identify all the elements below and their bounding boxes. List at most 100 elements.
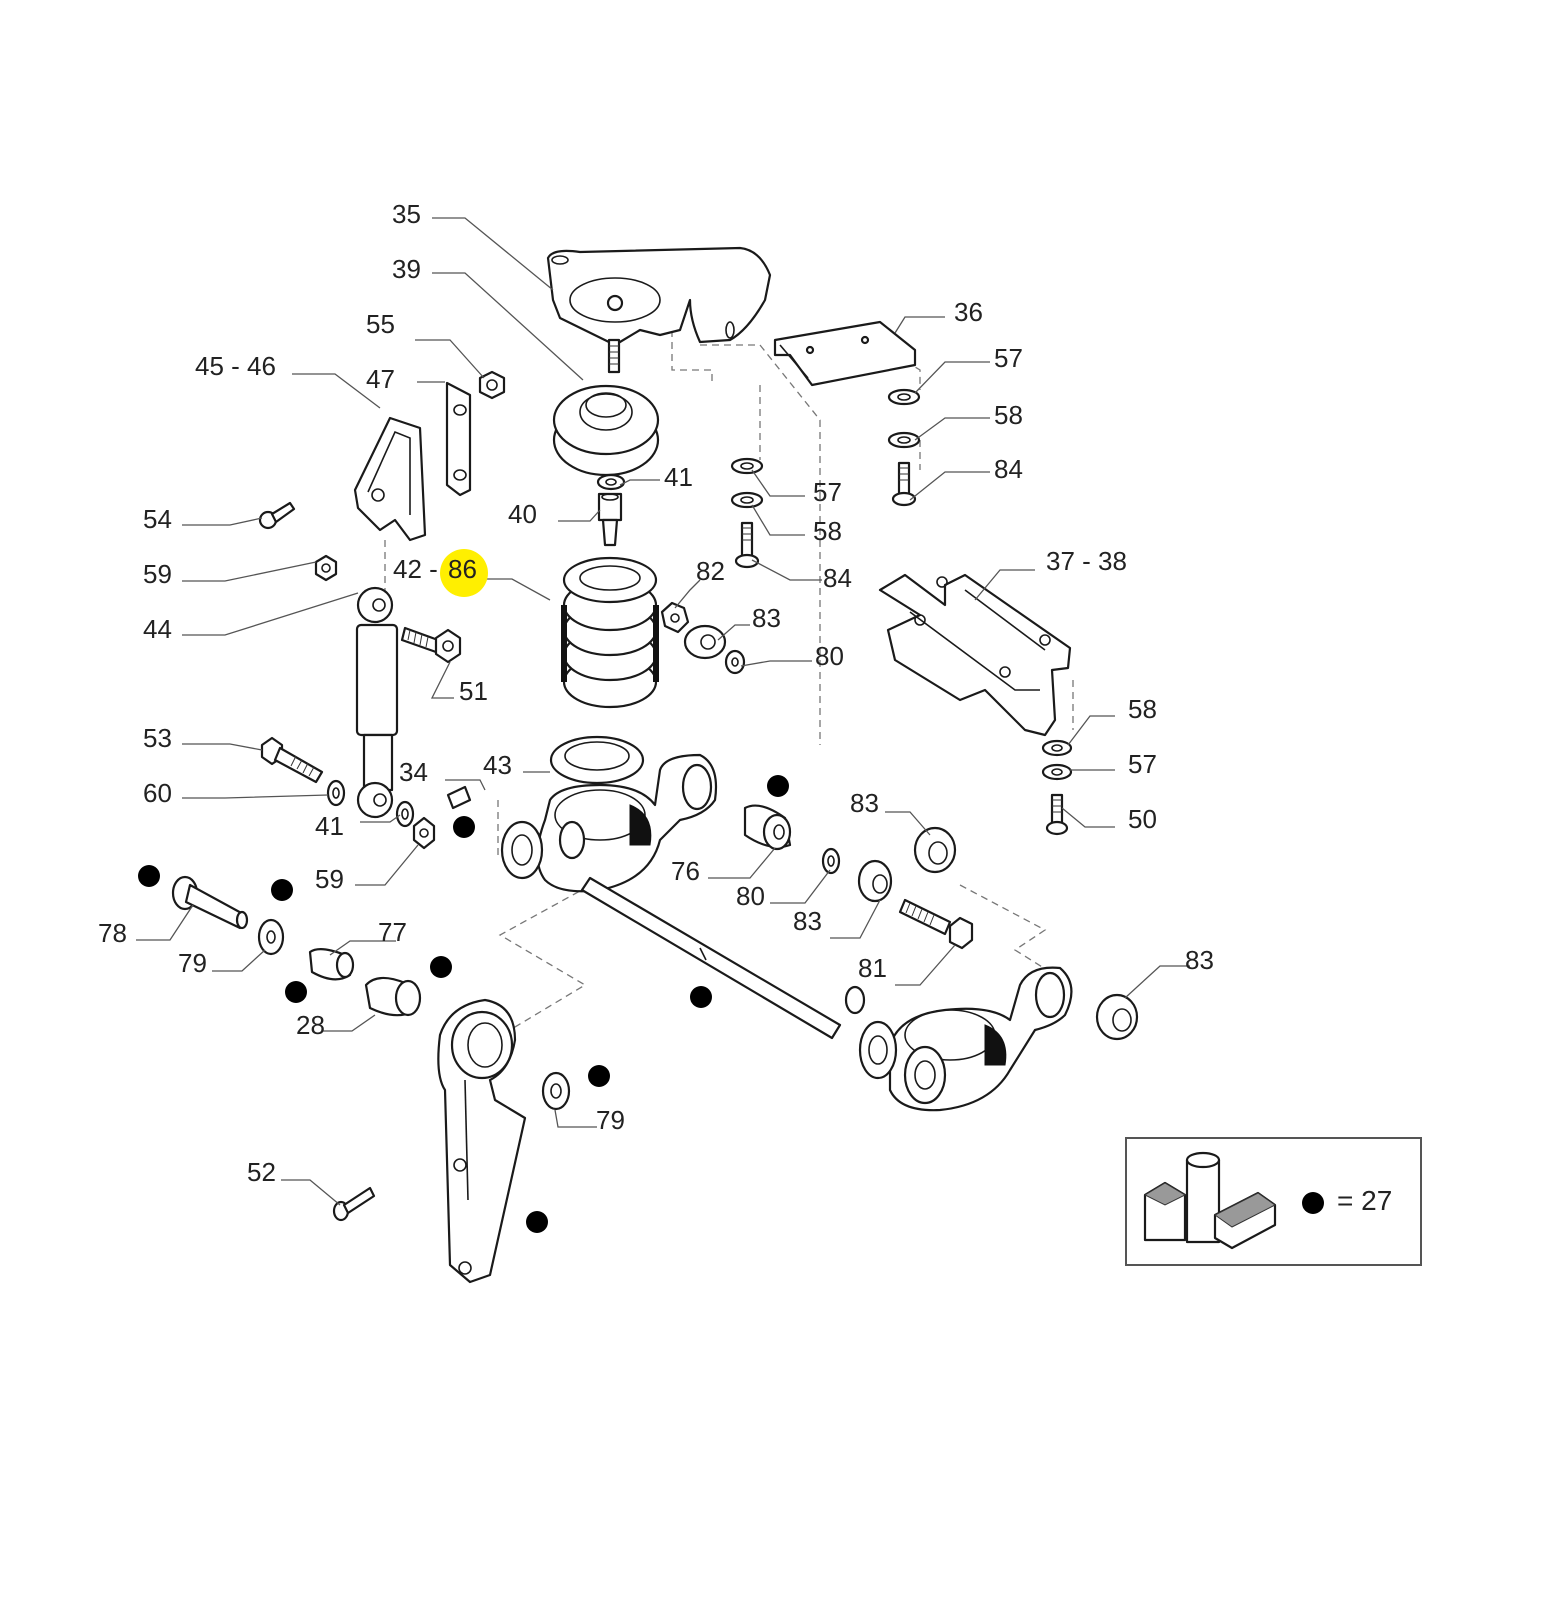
part-83-flange-nut-b[interactable] xyxy=(913,826,957,874)
part-84-bolt-stack-a[interactable] xyxy=(891,461,917,507)
callout-37-38[interactable]: 37 - 38 xyxy=(1046,546,1127,576)
part-35-upper-spring-bracket[interactable] xyxy=(546,246,772,374)
callout-28[interactable]: 28 xyxy=(296,1010,325,1040)
part-51-bolt[interactable] xyxy=(400,626,462,664)
part-83-flange-nut-upper[interactable] xyxy=(683,624,727,660)
callout-86-highlighted[interactable]: 86 xyxy=(448,554,477,584)
steering-arm[interactable] xyxy=(437,998,527,1284)
part-78-pivot-pin[interactable] xyxy=(171,875,249,930)
callout-45-46[interactable]: 45 - 46 xyxy=(195,351,276,381)
callout-57-c[interactable]: 57 xyxy=(1128,749,1157,779)
part-52-bolt[interactable] xyxy=(332,1186,376,1222)
callout-leader-lines xyxy=(136,217,1190,1206)
part-83-flange-nut-c[interactable] xyxy=(1095,993,1139,1041)
part-80-washer-upper[interactable] xyxy=(724,649,746,675)
callout-55[interactable]: 55 xyxy=(366,309,395,339)
grease-dot xyxy=(767,775,789,797)
callout-82[interactable]: 82 xyxy=(696,556,725,586)
callout-42[interactable]: 42 - xyxy=(393,554,438,584)
callout-57-a[interactable]: 57 xyxy=(994,343,1023,373)
part-43-spring-seat[interactable] xyxy=(549,735,645,785)
callout-50[interactable]: 50 xyxy=(1128,804,1157,834)
part-58-washer-stack-b[interactable] xyxy=(730,491,764,509)
part-28-bushing-large[interactable] xyxy=(364,976,422,1017)
part-79-thrust-washer-right[interactable] xyxy=(541,1071,571,1111)
part-45-46-shock-bracket[interactable] xyxy=(353,416,427,542)
callout-84-b[interactable]: 84 xyxy=(823,563,852,593)
callout-58-a[interactable]: 58 xyxy=(994,400,1023,430)
part-59-nut-lower[interactable] xyxy=(412,816,436,850)
part-84-bolt-stack-b[interactable] xyxy=(734,521,760,569)
callout-51[interactable]: 51 xyxy=(459,676,488,706)
part-37-38-mounting-bracket[interactable] xyxy=(878,573,1072,737)
callout-77[interactable]: 77 xyxy=(378,917,407,947)
assembly-guide-lines xyxy=(384,330,1074,1031)
part-57-washer-stack-a[interactable] xyxy=(887,388,921,406)
callout-81[interactable]: 81 xyxy=(858,953,887,983)
part-50-bolt[interactable] xyxy=(1045,793,1069,836)
part-58-washer-stack-a[interactable] xyxy=(887,431,921,449)
part-82-nut[interactable] xyxy=(660,601,690,634)
callout-41-a[interactable]: 41 xyxy=(664,462,693,492)
part-60-washer[interactable] xyxy=(326,779,346,807)
part-44-shock-absorber[interactable] xyxy=(355,586,399,819)
part-42-86-coil-spring[interactable] xyxy=(561,556,659,709)
callout-59-b[interactable]: 59 xyxy=(315,864,344,894)
callout-59-a[interactable]: 59 xyxy=(143,559,172,589)
part-80-washer-middle[interactable] xyxy=(821,847,841,875)
callout-83-a[interactable]: 83 xyxy=(752,603,781,633)
callout-36[interactable]: 36 xyxy=(954,297,983,327)
part-39-rubber-mount[interactable] xyxy=(552,384,660,477)
callout-57-b[interactable]: 57 xyxy=(813,477,842,507)
callout-60[interactable]: 60 xyxy=(143,778,172,808)
callout-83-d[interactable]: 83 xyxy=(1185,945,1214,975)
part-58-washer-stack-c[interactable] xyxy=(1041,739,1073,757)
callout-41-b[interactable]: 41 xyxy=(315,811,344,841)
callout-79-a[interactable]: 79 xyxy=(178,948,207,978)
callout-58-b[interactable]: 58 xyxy=(813,516,842,546)
callout-79-b[interactable]: 79 xyxy=(596,1105,625,1135)
callout-78[interactable]: 78 xyxy=(98,918,127,948)
part-55-nut[interactable] xyxy=(478,370,506,400)
callout-80-b[interactable]: 80 xyxy=(736,881,765,911)
callout-44[interactable]: 44 xyxy=(143,614,172,644)
callout-76[interactable]: 76 xyxy=(671,856,700,886)
grease-dot xyxy=(271,879,293,901)
callout-40[interactable]: 40 xyxy=(508,499,537,529)
grease-dot xyxy=(453,816,475,838)
callout-39[interactable]: 39 xyxy=(392,254,421,284)
part-83-flange-nut-a[interactable] xyxy=(857,859,893,903)
grease-dot xyxy=(690,986,712,1008)
part-77-bushing-small[interactable] xyxy=(308,948,355,981)
part-41-washer-lower[interactable] xyxy=(395,800,415,828)
part-36-mounting-plate[interactable] xyxy=(773,320,917,387)
grease-dot xyxy=(430,956,452,978)
callout-54[interactable]: 54 xyxy=(143,504,172,534)
callout-43[interactable]: 43 xyxy=(483,750,512,780)
callout-53[interactable]: 53 xyxy=(143,723,172,753)
highlight-marker xyxy=(440,549,488,597)
part-34-pin[interactable] xyxy=(446,785,472,810)
part-53-bolt[interactable] xyxy=(260,736,324,784)
callout-83-b[interactable]: 83 xyxy=(850,788,879,818)
part-41-washer-upper[interactable] xyxy=(596,473,626,491)
part-47-bracket-plate[interactable] xyxy=(445,381,472,497)
callout-52[interactable]: 52 xyxy=(247,1157,276,1187)
callout-83-c[interactable]: 83 xyxy=(793,906,822,936)
part-59-nut-upper[interactable] xyxy=(314,554,338,582)
part-57-washer-stack-c[interactable] xyxy=(1041,763,1073,781)
part-57-washer-stack-b[interactable] xyxy=(730,457,764,475)
part-81-bolt[interactable] xyxy=(898,898,974,950)
callout-35[interactable]: 35 xyxy=(392,199,421,229)
callout-84-a[interactable]: 84 xyxy=(994,454,1023,484)
callout-80-a[interactable]: 80 xyxy=(815,641,844,671)
callout-47[interactable]: 47 xyxy=(366,364,395,394)
part-40-bump-stop-stud[interactable] xyxy=(597,492,623,547)
callout-34[interactable]: 34 xyxy=(399,757,428,787)
front-axle-assembly[interactable] xyxy=(500,753,1073,1112)
part-54-bolt[interactable] xyxy=(258,501,296,530)
part-79-thrust-washer-left[interactable] xyxy=(257,918,285,956)
part-76-bushing[interactable] xyxy=(743,804,792,851)
callout-58-c[interactable]: 58 xyxy=(1128,694,1157,724)
